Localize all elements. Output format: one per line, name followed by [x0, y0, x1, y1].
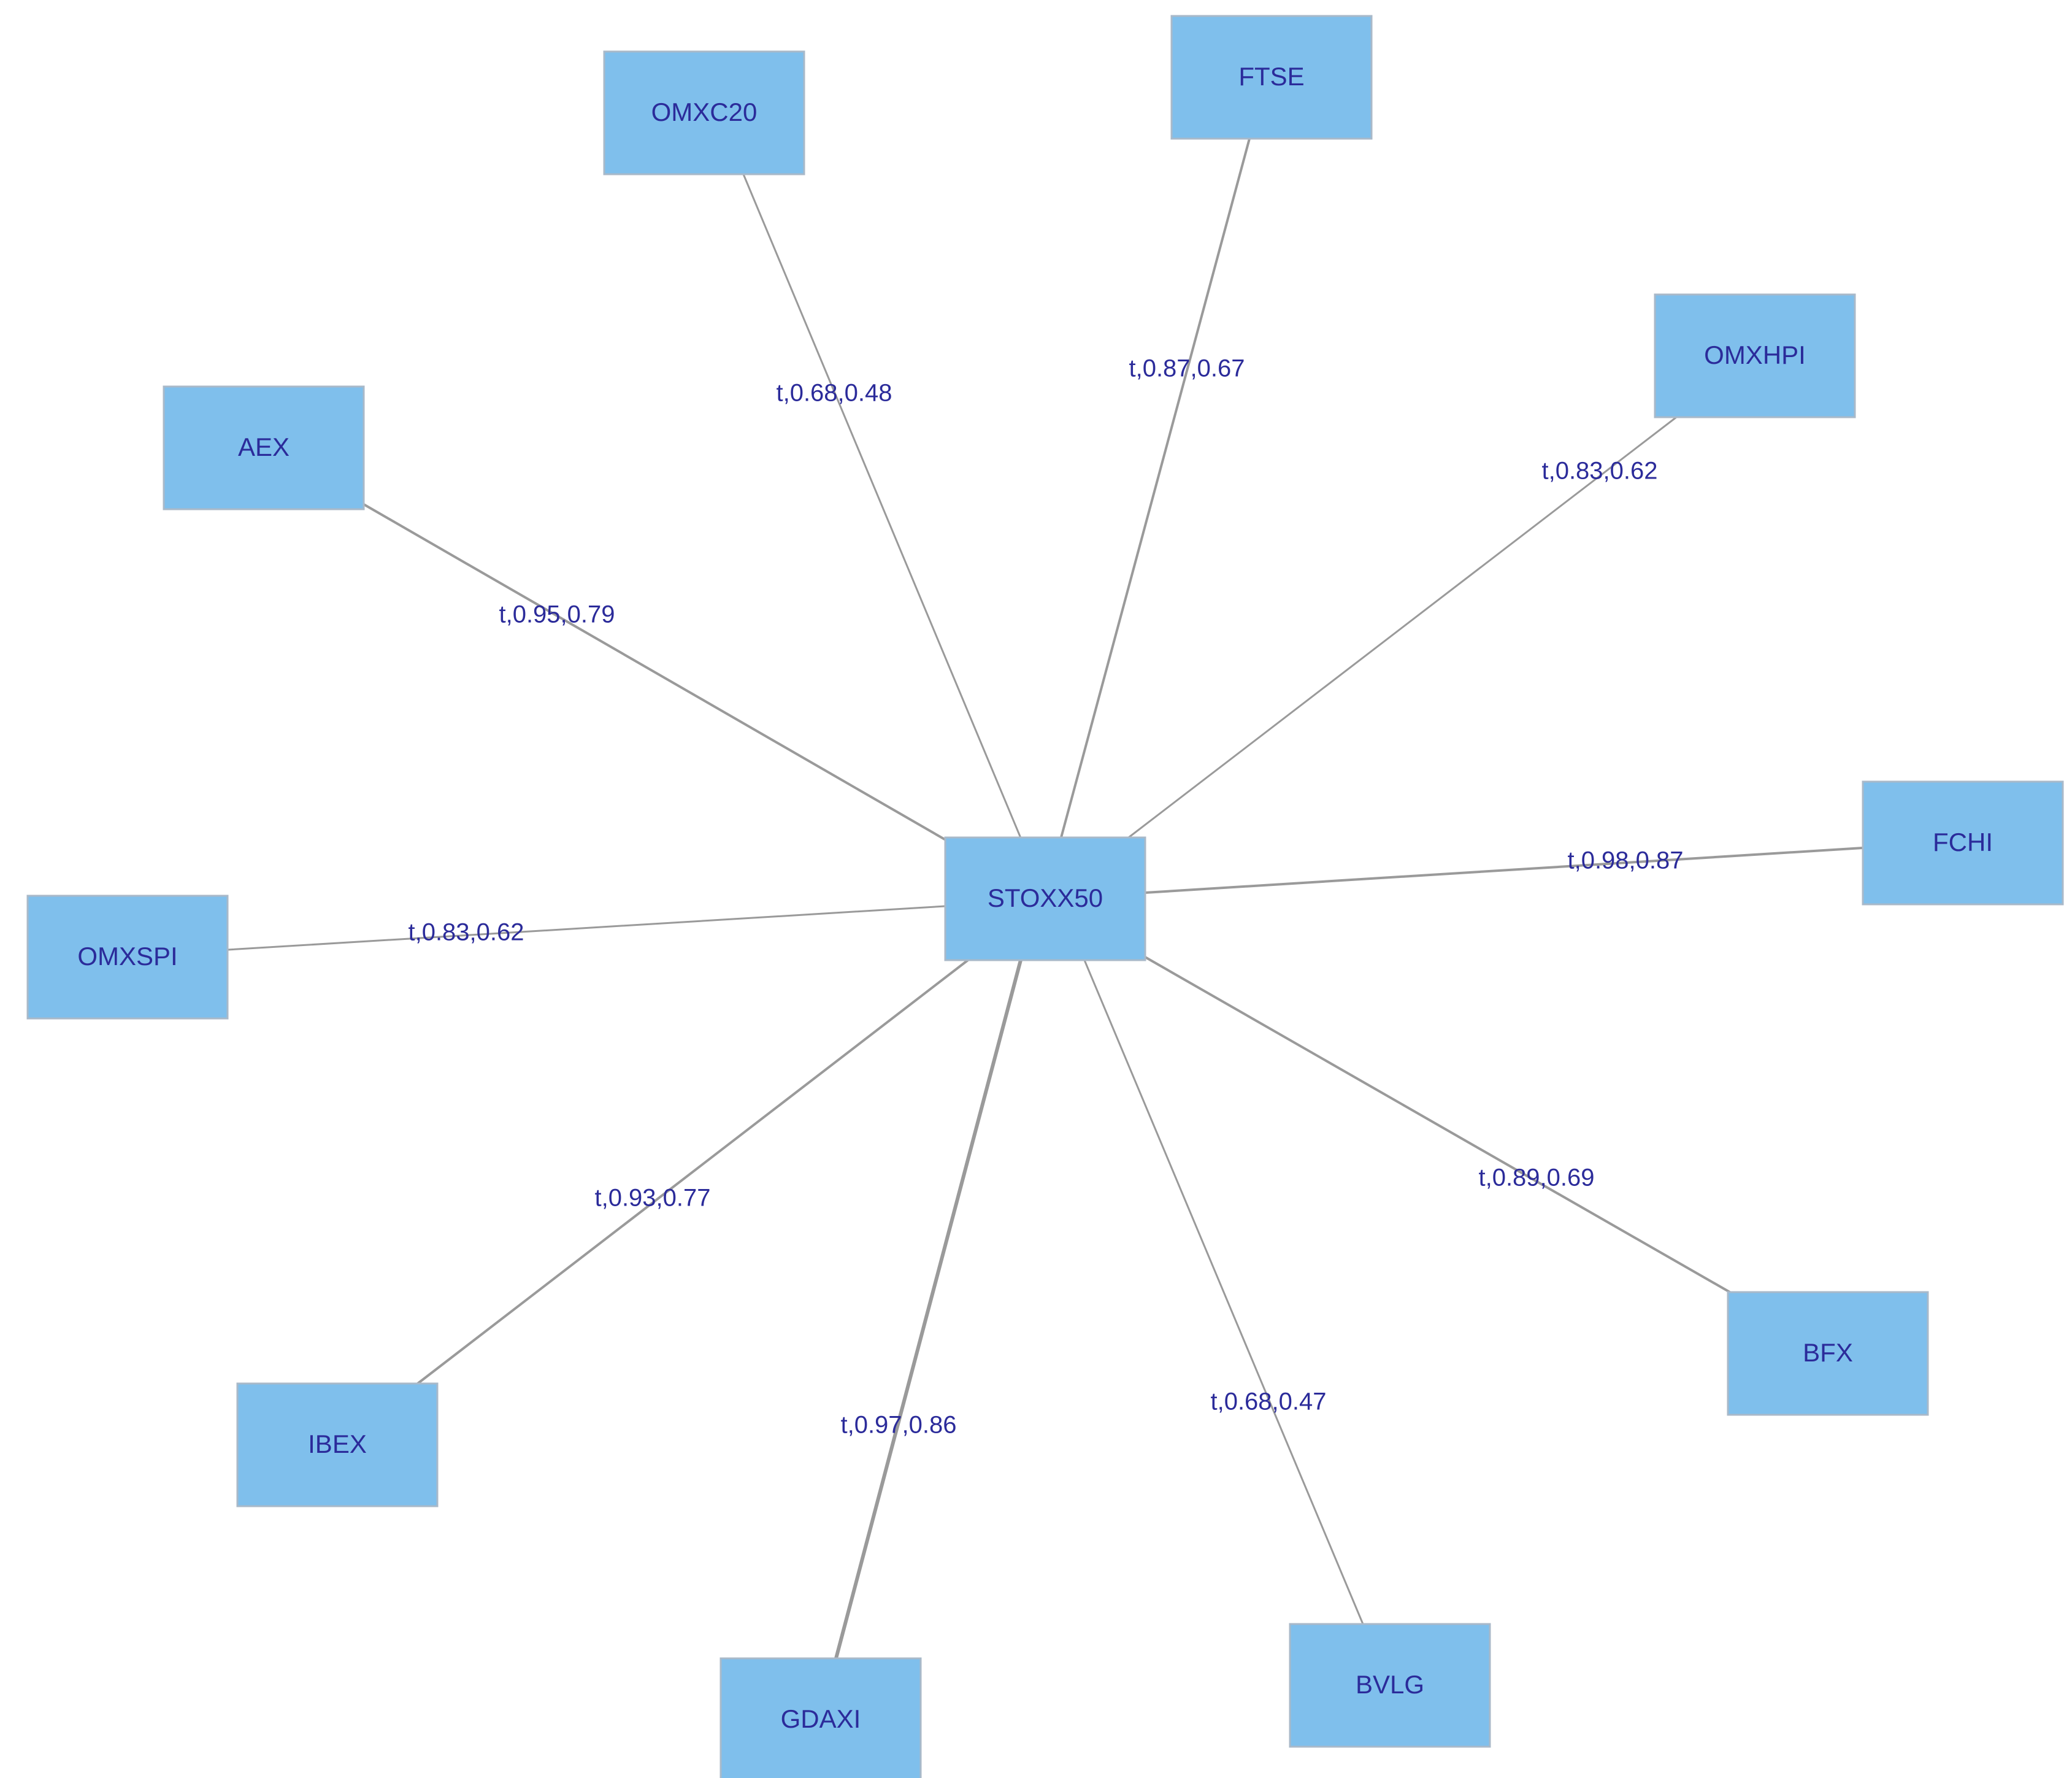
node-label-omxc20: OMXC20 [651, 98, 758, 126]
node-box-bfx [1727, 1291, 1929, 1416]
edge-label-omxhpi: t,0.83,0.62 [1541, 458, 1657, 485]
edge-stoxx50-bfx [1144, 956, 1731, 1293]
node-label-aex: AEX [238, 433, 290, 461]
node-fchi: FCHI [1862, 780, 2064, 906]
node-box-omxhpi [1654, 293, 1856, 418]
node-label-fchi: FCHI [1933, 828, 1993, 856]
edge-stoxx50-gdaxi [834, 958, 1023, 1660]
node-label-bvlg: BVLG [1356, 1670, 1424, 1699]
node-box-aex [163, 385, 365, 510]
node-label-omxhpi: OMXHPI [1704, 341, 1806, 369]
edge-label-gdaxi: t,0.97,0.86 [840, 1412, 956, 1439]
edge-stoxx50-aex [363, 503, 946, 841]
node-omxhpi: OMXHPI [1654, 293, 1856, 418]
edge-labels-layer: t,0.68,0.48 t,0.87,0.67 t,0.83,0.62 t,0.95,… [408, 355, 1683, 1439]
node-bvlg: BVLG [1289, 1623, 1491, 1748]
edge-label-bfx: t,0.89,0.69 [1478, 1164, 1594, 1191]
node-box-stoxx50 [944, 836, 1146, 961]
node-box-gdaxi [719, 1657, 922, 1778]
node-box-omxc20 [603, 50, 805, 175]
edge-stoxx50-fchi [1144, 847, 1864, 894]
edge-label-omxspi: t,0.83,0.62 [408, 919, 524, 946]
edge-stoxx50-bvlg [1083, 959, 1364, 1625]
node-omxc20: OMXC20 [603, 50, 805, 175]
node-box-fchi [1862, 780, 2064, 906]
nodes-layer: STOXX50 OMXC20 FTSE OMXHPI AEX FCHI OMXSPI BFX I… [26, 15, 2064, 1778]
node-ftse: FTSE [1170, 15, 1373, 140]
node-gdaxi: GDAXI [719, 1657, 922, 1778]
node-label-omxspi: OMXSPI [77, 942, 177, 971]
edge-label-fchi: t,0.98,0.87 [1567, 847, 1683, 874]
node-label-bfx: BFX [1803, 1338, 1853, 1367]
node-box-omxspi [26, 895, 229, 1020]
edge-label-bvlg: t,0.68,0.47 [1210, 1388, 1326, 1415]
node-box-ftse [1170, 15, 1373, 140]
node-stoxx50: STOXX50 [944, 836, 1146, 961]
edge-label-ibex: t,0.93,0.77 [594, 1185, 710, 1212]
node-ibex: IBEX [236, 1382, 439, 1507]
edge-stoxx50-ibex [416, 959, 969, 1385]
node-label-stoxx50: STOXX50 [988, 883, 1103, 912]
edge-label-ftse: t,0.87,0.67 [1129, 355, 1245, 382]
node-aex: AEX [163, 385, 365, 510]
node-box-ibex [236, 1382, 439, 1507]
node-bfx: BFX [1727, 1291, 1929, 1416]
edge-label-aex: t,0.95,0.79 [499, 601, 615, 628]
node-label-ftse: FTSE [1238, 62, 1304, 91]
edge-stoxx50-omxspi [226, 905, 946, 951]
edge-label-omxc20: t,0.68,0.48 [776, 380, 892, 407]
node-box-bvlg [1289, 1623, 1491, 1748]
edge-stoxx50-omxc20 [742, 173, 1023, 841]
node-omxspi: OMXSPI [26, 895, 229, 1020]
edge-stoxx50-ftse [1060, 137, 1251, 839]
edges-layer [226, 137, 1864, 1660]
node-label-gdaxi: GDAXI [781, 1704, 861, 1733]
edge-stoxx50-omxhpi [1127, 416, 1678, 839]
node-label-ibex: IBEX [308, 1430, 367, 1458]
